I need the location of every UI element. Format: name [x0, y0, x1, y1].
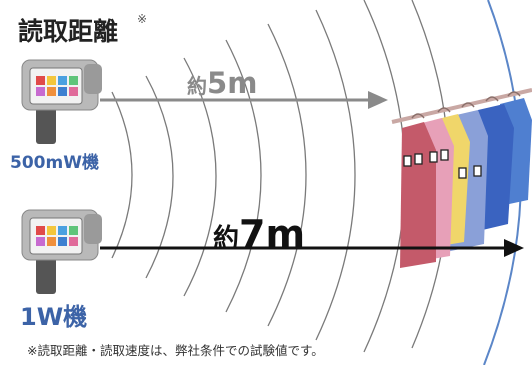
- wave-arc: [363, 0, 406, 353]
- title-footnote-mark: ※: [137, 12, 148, 26]
- page-title: 読取距離: [18, 17, 119, 46]
- footnote: ※読取距離・読取速度は、弊社条件での試験値です。: [27, 343, 324, 358]
- distance-prefix: 約: [187, 74, 207, 98]
- clothes-rack-icon: [391, 88, 532, 268]
- distance-unit: m: [227, 66, 258, 100]
- handheld-reader-icon: [21, 59, 102, 144]
- distance-unit: m: [265, 212, 306, 256]
- device-label-500mw: 500mW機: [10, 153, 99, 173]
- wave-arc: [267, 23, 307, 327]
- distance-value: 5: [207, 66, 228, 100]
- device-label-1w: 1W機: [20, 303, 88, 331]
- wave-arc: [183, 57, 217, 297]
- radio-waves: [111, 0, 450, 353]
- distance-prefix: 約: [213, 224, 240, 254]
- distance-arrow-5m: [100, 91, 388, 109]
- wave-arc: [225, 39, 262, 313]
- distance-arrow-7m: [100, 239, 524, 257]
- rfid-tag-icon: [403, 149, 482, 179]
- distance-label-5m: 約5m: [187, 66, 257, 100]
- wave-arc: [111, 91, 133, 259]
- distance-value: 7: [239, 212, 266, 256]
- distance-label-7m: 約7m: [213, 212, 305, 256]
- handheld-reader-icon: [21, 209, 102, 294]
- wave-arc: [315, 9, 356, 341]
